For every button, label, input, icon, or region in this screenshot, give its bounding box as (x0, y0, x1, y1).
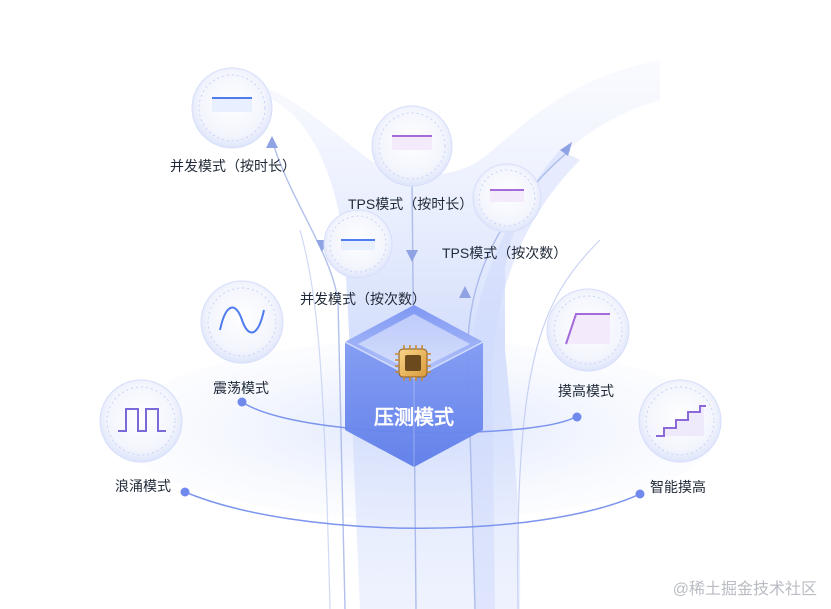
orbit-dot (572, 412, 582, 422)
mode-label-step-up: 摸高模式 (558, 383, 614, 399)
flow-arrow-icon (560, 142, 572, 156)
square-wave-icon (118, 408, 166, 432)
mode-label-oscillation: 震荡模式 (213, 380, 269, 396)
mode-label-surge: 浪涌模式 (115, 478, 171, 494)
mode-label-concurrency-duration: 并发模式（按时长） (170, 158, 296, 174)
watermark: @稀土掘金技术社区 (672, 581, 817, 598)
orbit-dot (237, 397, 247, 407)
staircase-icon (656, 405, 706, 437)
orbit-dot (635, 489, 645, 499)
mode-node-tps-duration[interactable] (371, 105, 453, 187)
orbit-dot (180, 487, 190, 497)
flow-arrow-icon (459, 286, 471, 298)
mode-node-concurrency-duration[interactable] (191, 67, 273, 149)
flow-line (299, 229, 331, 609)
center-hexagon (344, 305, 484, 467)
flat-line-icon (212, 97, 252, 112)
mode-node-step-up[interactable] (546, 288, 630, 372)
center-label: 压测模式 (374, 405, 454, 429)
sine-wave-icon (219, 306, 265, 334)
mode-label-smart-step-up: 智能摸高 (650, 479, 706, 495)
flow-arrow-icon (266, 136, 278, 148)
ramp-icon (565, 313, 610, 345)
mode-label-concurrency-count: 并发模式（按次数） (300, 291, 426, 307)
mode-node-tps-count[interactable] (472, 163, 542, 233)
flat-line-icon (490, 189, 524, 202)
mode-node-smart-step-up[interactable] (638, 379, 722, 463)
mode-node-concurrency-count[interactable] (323, 209, 393, 279)
flat-line-icon (341, 239, 375, 250)
flat-line-icon (392, 135, 432, 150)
mode-label-tps-duration: TPS模式（按时长） (348, 196, 474, 212)
flow-line (271, 139, 346, 609)
chip-icon (395, 345, 431, 381)
mode-node-oscillation[interactable] (200, 280, 284, 364)
mode-node-surge[interactable] (99, 379, 183, 463)
flow-arrow-icon (406, 250, 418, 262)
funnel-side-flow (470, 150, 580, 609)
flow-line (517, 239, 601, 609)
outer-orbit (184, 491, 641, 529)
mode-label-tps-count: TPS模式（按次数） (442, 245, 568, 261)
